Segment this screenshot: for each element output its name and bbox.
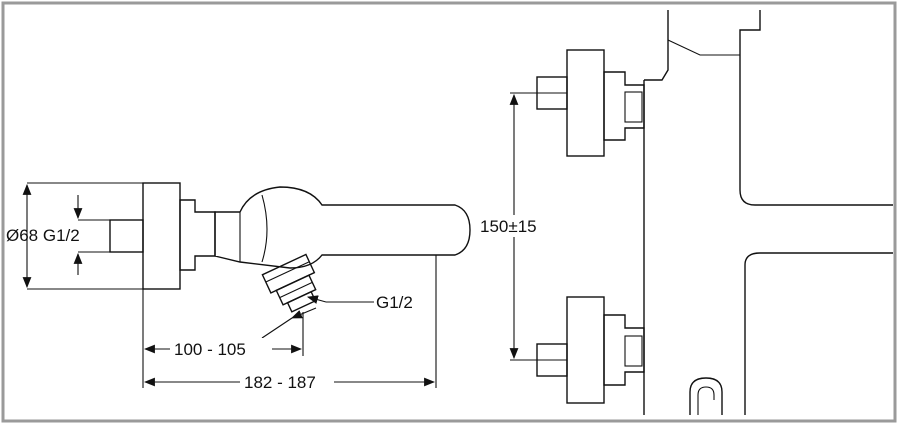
body-outline-bottom bbox=[643, 80, 893, 415]
upper-valve-nut bbox=[624, 91, 643, 123]
lower-valve-nut bbox=[624, 335, 643, 367]
body-detail bbox=[261, 194, 268, 263]
lower-valve-flange bbox=[566, 296, 605, 404]
body-outline-top bbox=[644, 10, 893, 206]
front-view: 150±15 bbox=[478, 10, 893, 415]
upper-valve-collar bbox=[603, 71, 645, 141]
thread-leader-arrow bbox=[306, 295, 327, 304]
upper-valve-flange bbox=[566, 49, 605, 157]
center-distance-label: 150±15 bbox=[480, 217, 537, 236]
outlet-ext-arrow bbox=[290, 307, 317, 319]
pipe-connector bbox=[109, 219, 144, 253]
body-detail-top bbox=[667, 39, 740, 56]
lower-valve-collar bbox=[603, 314, 645, 386]
wall-flange bbox=[142, 182, 181, 290]
outlet-ext-line bbox=[261, 317, 293, 339]
depth-long-label: 182 - 187 bbox=[244, 373, 316, 392]
side-view: Ø68 G1/2 G1/2 100 - 105 182 - 187 bbox=[6, 182, 471, 392]
mixer-body bbox=[214, 186, 471, 269]
depth-short-label: 100 - 105 bbox=[174, 340, 246, 359]
hose-hook bbox=[689, 377, 723, 415]
outlet-thread-label: G1/2 bbox=[376, 293, 413, 312]
hose-hook-inner bbox=[697, 386, 715, 415]
pipe-spec-label: Ø68 G1/2 bbox=[6, 226, 80, 245]
angled-outlet bbox=[261, 253, 317, 313]
connector-collar bbox=[179, 199, 216, 271]
